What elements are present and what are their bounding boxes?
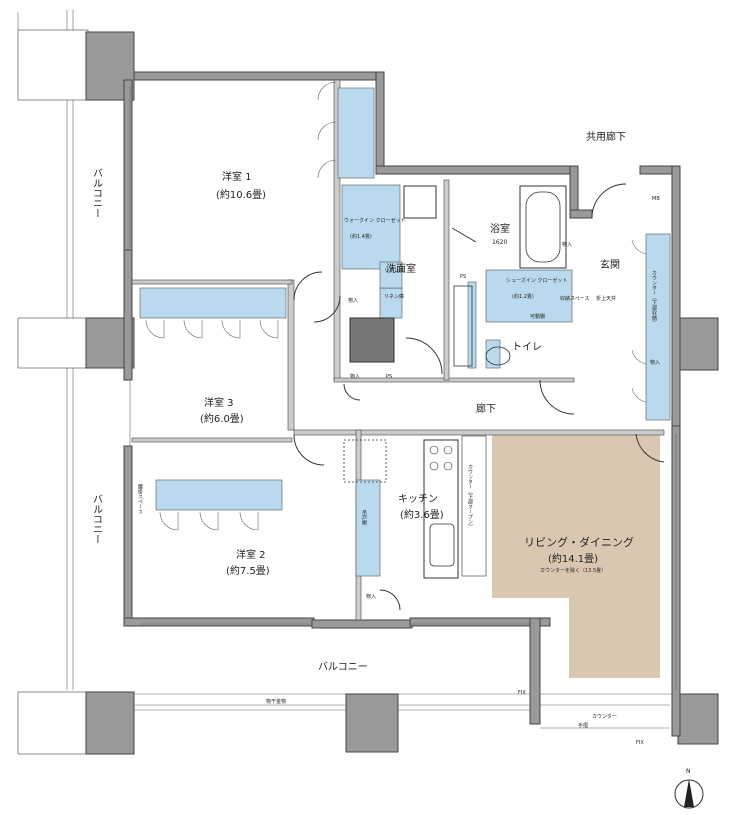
- corridor-name: 廊下: [476, 402, 496, 415]
- living-size: (約14.1畳): [548, 552, 598, 565]
- folding-seat-label: 折上天井: [596, 295, 616, 302]
- bath-name: 浴室: [490, 222, 510, 235]
- western2-name: 洋室 2: [236, 548, 266, 561]
- compass: [674, 779, 704, 809]
- toilet-fixture: [485, 346, 511, 366]
- storage-label-1: 物入: [348, 297, 358, 304]
- fix-label: FIX: [518, 690, 526, 696]
- storage-label-2: 物入: [350, 373, 360, 380]
- washroom-name: 洗面室: [386, 262, 416, 275]
- toilet-name: トイレ: [512, 342, 542, 353]
- column-right-bottom: [677, 693, 719, 745]
- western1-name: 洋室 1: [222, 170, 252, 183]
- counter-label: カウンター: [592, 713, 617, 720]
- ps-label-2: PS: [386, 374, 392, 380]
- ps-label-1: PS: [460, 274, 466, 280]
- mb-label: MB: [652, 196, 660, 202]
- underfloor-label: 物干金物: [266, 698, 286, 705]
- walkin-size: (約1.4畳): [350, 233, 372, 240]
- balcony-left-bottom-label: バルコニー: [91, 494, 103, 544]
- exterior-walls: [123, 71, 681, 737]
- kitchen-name: キッチン: [398, 493, 438, 505]
- storage-label-5: 物入: [366, 593, 376, 600]
- fix2-label: FIX: [636, 740, 644, 746]
- closets: [139, 87, 671, 577]
- window-seat-label: 腰掛スペース: [137, 484, 143, 514]
- balcony-left-top-label: バルコニー: [91, 168, 103, 218]
- louver-bottom-left: [17, 691, 135, 755]
- counter-lower-open-label: カウンター（下部オープン）: [467, 464, 473, 529]
- shoesin-name: シューズイン クローゼット: [506, 277, 567, 284]
- storage-label-4: 物入: [650, 359, 660, 366]
- movable-shelf-label: 可動棚: [530, 313, 545, 320]
- counter-entrance-label: カウンター（下部収納）: [651, 270, 657, 325]
- common-corridor-label: 共用廊下: [586, 130, 626, 143]
- louver-mid-left: [17, 317, 135, 369]
- western3-name: 洋室 3: [204, 396, 234, 409]
- column-right-mid: [677, 317, 719, 371]
- kitchen-size: (約3.6畳): [400, 508, 444, 521]
- column-bottom-mid: [345, 693, 399, 753]
- western2-size: (約7.5畳): [226, 564, 270, 577]
- windows: [129, 86, 677, 690]
- balcony-bottom-label: バルコニー: [318, 661, 368, 673]
- western3-size: (約6.0畳): [200, 412, 244, 425]
- walkin-name: ウォークイン クローゼット: [344, 217, 406, 224]
- entrance-name: 玄関: [600, 258, 620, 271]
- room-doors: [293, 183, 665, 611]
- shoesin-size: (約1.2畳): [512, 293, 534, 300]
- linen-label-1: リネン庫: [384, 267, 404, 274]
- western1-size: (約10.6畳): [216, 188, 266, 201]
- louver-top-left: [17, 29, 135, 101]
- washbasin: [403, 185, 473, 367]
- washing-machine: [349, 317, 395, 363]
- lift-shelf-label: 吊戸棚: [361, 510, 367, 526]
- study-space-label: 収納スペース: [560, 295, 589, 302]
- bath-size: 1620: [492, 239, 507, 246]
- kitchen-fixtures: [343, 435, 487, 579]
- compass-north-label: N: [686, 768, 691, 775]
- storage-label-3: 物入: [562, 241, 572, 248]
- living-name: リビング・ダイニング: [524, 535, 634, 549]
- bathtub: [519, 185, 567, 269]
- closet-doors: [145, 81, 647, 531]
- handrail-label: 手摺: [578, 722, 588, 729]
- living-note: カウンターを除く（13.5畳）: [540, 567, 606, 574]
- living-floor: [492, 434, 660, 678]
- linen-label-2: リネン庫: [384, 293, 404, 300]
